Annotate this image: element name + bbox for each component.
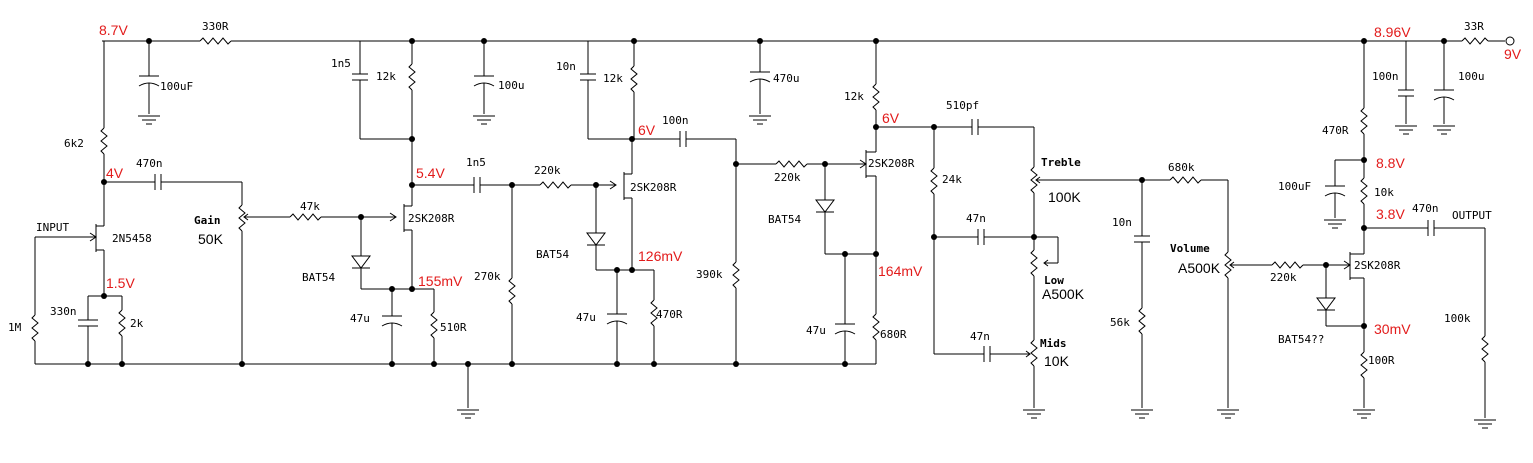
r-24k-label: 24k [942,173,962,186]
r-220k-1-label: 220k [534,164,561,177]
stage-3 [580,41,867,364]
r-1m-label: 1M [8,321,22,334]
r-680r-label: 680R [880,328,907,341]
voltage-164mv: 164mV [878,263,923,279]
ground-rail [35,363,876,419]
volume-label: Volume [1170,242,1210,255]
stage-2 [351,41,617,364]
r-47k-label: 47k [300,200,320,213]
c-47u-2-label: 47u [576,311,596,324]
r-6k2-label: 6k2 [64,137,84,150]
c-10n-top-label: 10n [556,60,576,73]
c-10n-2-label: 10n [1112,216,1132,229]
voltage-6v-stage3: 6V [638,122,656,138]
q3-label: 2SK208R [630,181,677,194]
r-510r-label: 510R [440,321,467,334]
r-470r-2-label: 470R [1322,124,1349,137]
c-510pf-label: 510pf [946,99,979,112]
r-12k-3-label: 12k [844,90,864,103]
r-680k-label: 680k [1168,161,1195,174]
bat54-2-label: BAT54 [536,248,569,261]
component-labels: INPUT OUTPUT 1M 6k2 330R 100uF 2N5458 47… [8,20,1492,369]
gain-label: Gain [194,214,221,227]
volume-value-label: A500K [1178,260,1221,276]
bat54-3-label: BAT54 [768,213,801,226]
q2-label: 2SK208R [408,212,455,225]
q5-label: 2SK208R [1354,259,1401,272]
voltage-8v8: 8.8V [1376,155,1405,171]
c-47n-2-label: 47n [970,330,990,343]
stage-4 [815,41,880,364]
bat54-4-label: BAT54?? [1278,333,1324,346]
supply-rail [102,36,1515,46]
r-270k-label: 270k [474,270,501,283]
r-33r-label: 33R [1464,20,1484,33]
r-390k-label: 390k [696,268,723,281]
mids-value-label: 10K [1044,353,1070,369]
r-100r-label: 100R [1368,354,1395,367]
voltage-9v: 9V [1504,46,1522,62]
r-220k-2-label: 220k [774,171,801,184]
c-100uf-label: 100uF [160,80,193,93]
junction-dots [85,38,1447,367]
c-1n5-2-label: 1n5 [466,156,486,169]
voltage-4v: 4V [106,165,124,181]
voltage-1v5: 1.5V [106,275,135,291]
r-10k-label: 10k [1374,186,1394,199]
voltage-labels: 8.7V 4V 1.5V 5.4V 155mV 6V 126mV 6V 164m… [99,22,1522,337]
voltage-3v8: 3.8V [1376,206,1405,222]
c-47n-1-label: 47n [966,212,986,225]
c-100u-3-label: 100u [1458,70,1485,83]
gain-value-label: 50K [198,231,224,247]
r-2k-label: 2k [130,317,144,330]
input-label: INPUT [36,221,69,234]
c-470n-label: 470n [136,157,163,170]
voltage-5v4: 5.4V [416,165,445,181]
voltage-126mv: 126mV [638,248,683,264]
output-stage [1216,41,1497,429]
voltage-8v7: 8.7V [99,22,128,38]
low-value-label: A500K [1042,286,1085,302]
q1-label: 2N5458 [112,232,152,245]
r-470r-1-label: 470R [656,308,683,321]
bat54-1-label: BAT54 [302,271,335,284]
voltage-30mv: 30mV [1374,321,1411,337]
voltage-6v-stage4: 6V [882,110,900,126]
output-label: OUTPUT [1452,209,1492,222]
c-47u-1-label: 47u [350,312,370,325]
mids-label: Mids [1040,337,1067,350]
r-220k-3-label: 220k [1270,271,1297,284]
c-1n5-top-label: 1n5 [331,57,351,70]
r-12k-1-label: 12k [376,70,396,83]
c-100n-2-label: 100n [662,114,689,127]
treble-label: Treble [1041,156,1081,169]
r-12k-2-label: 12k [603,72,623,85]
r-56k-label: 56k [1110,316,1130,329]
low-label: Low [1044,274,1064,287]
voltage-8v96: 8.96V [1374,24,1411,40]
c-47u-3-label: 47u [806,324,826,337]
c-470u-label: 470u [773,72,800,85]
c-470n-2-label: 470n [1412,202,1439,215]
c-100uf-2-label: 100uF [1278,180,1311,193]
treble-value-label: 100K [1048,189,1081,205]
c-100n-3-label: 100n [1372,70,1399,83]
r-100k-label: 100k [1444,312,1471,325]
q4-label: 2SK208R [868,157,915,170]
voltage-155mv: 155mV [418,273,463,289]
r-330r-label: 330R [202,20,229,33]
stage-1 [31,41,397,364]
tone-stack [876,119,1228,419]
c-100u-1-label: 100u [498,79,525,92]
c-330n-label: 330n [50,305,77,318]
